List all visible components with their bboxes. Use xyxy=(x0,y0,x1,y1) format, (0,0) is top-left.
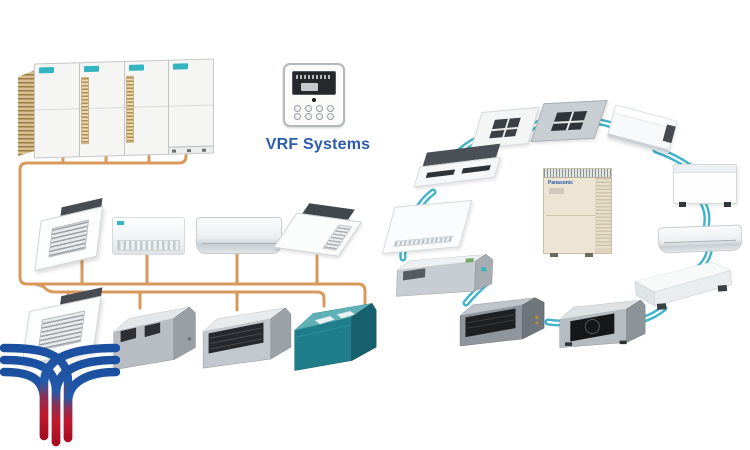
ducted-unit-icon xyxy=(202,307,292,369)
ducted-unit-teal-icon xyxy=(293,303,377,371)
panel-seam xyxy=(546,215,595,217)
ducted-unit-icon xyxy=(113,306,196,371)
slim-ducted-icon xyxy=(396,254,493,297)
panel-seam xyxy=(35,107,79,111)
outdoor-module xyxy=(79,61,125,157)
base-rail xyxy=(169,145,213,154)
controller-button xyxy=(305,112,312,120)
side-louver-fins xyxy=(596,178,611,248)
two-way-cassette-unit xyxy=(413,143,503,198)
brand-logo-text: Panasonic xyxy=(548,180,574,186)
cassette-grille xyxy=(393,235,453,247)
control-box xyxy=(662,124,676,144)
outdoor-module xyxy=(124,60,170,155)
one-way-cassette-unit xyxy=(273,200,363,263)
cassette-panel xyxy=(34,206,104,272)
four-way-cassette-grey xyxy=(530,99,608,143)
ceiling-suspended-icon xyxy=(634,261,733,310)
brand-badge-icon xyxy=(83,65,99,73)
module-louver xyxy=(80,76,89,145)
brand-badge-icon xyxy=(117,221,124,225)
controller-button xyxy=(316,104,323,112)
cassette-grille xyxy=(461,164,491,174)
controller-button xyxy=(294,112,301,120)
unit-foot xyxy=(724,202,731,207)
brand-badge-icon xyxy=(39,66,54,74)
cassette-grille xyxy=(48,219,89,258)
wall-mounted-split-unit xyxy=(196,217,282,254)
module-louver xyxy=(125,75,134,143)
outdoor-bank-louver-side xyxy=(18,70,35,156)
vrf-systems-caption: VRF Systems xyxy=(265,136,371,153)
panel-seam xyxy=(169,104,213,107)
wired-wall-controller xyxy=(283,63,345,127)
spec-label xyxy=(549,188,564,194)
unit-foot xyxy=(679,202,686,207)
cassette-panel xyxy=(470,106,540,150)
ducted-unit xyxy=(112,304,198,377)
cassette-grille xyxy=(322,224,353,251)
controller-buttons xyxy=(292,104,336,120)
floor-console-unit xyxy=(673,164,737,207)
brand-badge-icon xyxy=(173,63,189,70)
high-static-ducted-unit xyxy=(558,298,646,353)
four-way-cassette-unit xyxy=(30,197,111,272)
unit-body xyxy=(606,104,678,154)
cassette-grille xyxy=(488,117,522,139)
unit-foot xyxy=(550,253,558,257)
air-vent-grille xyxy=(117,240,180,251)
cassette-panel xyxy=(273,212,363,257)
cassette-grille xyxy=(425,169,456,178)
under-ceiling-unit xyxy=(112,217,185,255)
ducted-unit-teal xyxy=(293,299,377,380)
cassette-grille xyxy=(550,110,588,132)
controller-button xyxy=(327,104,334,112)
mid-static-ducted-unit xyxy=(458,296,548,351)
central-vrf-outdoor-unit: Panasonic xyxy=(543,168,612,257)
controller-lcd-display xyxy=(292,71,336,95)
unit-body xyxy=(673,164,737,207)
one-way-cassette-unit xyxy=(381,199,473,255)
brand-badge-icon xyxy=(128,64,144,71)
outdoor-module xyxy=(35,63,80,158)
ceiling-concealed-duct-unit xyxy=(606,104,678,154)
high-static-ducted-icon xyxy=(558,299,646,348)
cassette-panel xyxy=(381,199,473,255)
mid-static-ducted-icon xyxy=(459,297,545,347)
wall-mounted-split-unit xyxy=(657,224,743,254)
slim-ducted-unit xyxy=(393,250,497,307)
company-logo xyxy=(0,343,120,447)
controller-button xyxy=(316,112,323,120)
controller-button xyxy=(327,112,334,120)
ducted-unit xyxy=(201,306,293,375)
ceiling-suspended-unit xyxy=(632,259,736,323)
vrf-outdoor-unit-bank xyxy=(18,56,214,160)
unit-foot xyxy=(585,253,593,257)
cassette-panel xyxy=(530,99,608,143)
four-way-cassette-white xyxy=(470,106,540,150)
controller-button xyxy=(305,104,312,112)
outdoor-module xyxy=(169,60,213,154)
fan-guard-grille xyxy=(544,169,611,178)
controller-button xyxy=(294,104,301,112)
outdoor-bank-front xyxy=(34,58,214,159)
controller-sensor-dot xyxy=(312,98,316,102)
